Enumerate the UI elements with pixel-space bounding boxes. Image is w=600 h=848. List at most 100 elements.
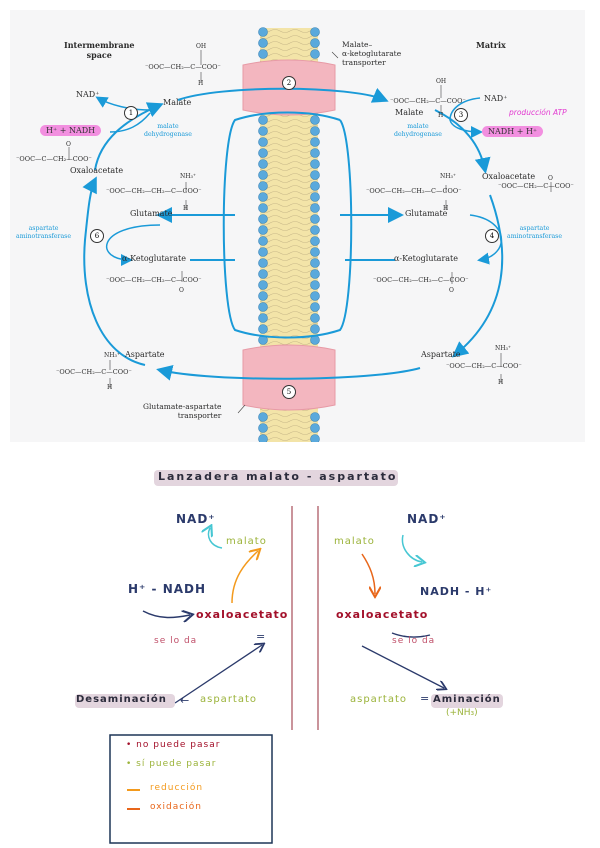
phospholipid-head bbox=[310, 214, 320, 224]
right-asp-h: H bbox=[498, 379, 504, 386]
malate-aspartate-shuttle-figure: Intermembrane space Matrix Malate– α-ket… bbox=[10, 10, 585, 442]
left-nadh-note: H⁺ - NADH bbox=[128, 582, 207, 596]
phospholipid-head bbox=[310, 412, 320, 422]
aminacion-note: Aminación bbox=[433, 694, 501, 705]
left-asp-to-oaa-arrow bbox=[82, 176, 146, 366]
legend-oxidacion: oxidación bbox=[150, 802, 202, 812]
right-oaa-to-asp-arrow bbox=[451, 194, 504, 358]
right-malato-note: malato bbox=[334, 536, 375, 547]
phospholipid-head bbox=[258, 313, 268, 323]
step-4: 4 bbox=[485, 229, 499, 243]
aspartate-transport-arrow bbox=[156, 365, 421, 381]
malate-akg-transporter-label: Malate– α-ketoglutarate transporter bbox=[342, 40, 402, 67]
legend-si-pasar: • sí puede pasar bbox=[126, 759, 217, 769]
phospholipid-head bbox=[258, 280, 268, 290]
left-nad-note: NAD⁺ bbox=[176, 512, 216, 526]
right-aspartato-note: aspartato bbox=[350, 694, 408, 705]
phospholipid-head bbox=[258, 236, 268, 246]
right-mdh-enzyme: malate dehydrogenase bbox=[394, 123, 442, 138]
left-equals: = bbox=[256, 630, 266, 643]
matrix-label: Matrix bbox=[476, 40, 506, 50]
left-akg: α-Ketoglutarate bbox=[122, 254, 186, 263]
intermembrane-label: Intermembrane space bbox=[64, 40, 135, 60]
left-nadh-arrow bbox=[109, 112, 151, 133]
right-nadh-arrow-note bbox=[391, 632, 431, 638]
left-malato-note: malato bbox=[226, 536, 267, 547]
right-glu-akg-arrow bbox=[469, 214, 503, 265]
phospholipid-head bbox=[258, 38, 268, 48]
left-akg-glu-arrow bbox=[105, 224, 161, 266]
phospholipid-head bbox=[310, 38, 320, 48]
right-asp-formula: ⁻OOC—CH₂—C—COO⁻ bbox=[446, 362, 522, 370]
phospholipid-head bbox=[258, 203, 268, 213]
right-nad-arrow-note bbox=[401, 534, 422, 562]
phospholipid-head bbox=[258, 225, 268, 235]
phospholipid-head bbox=[258, 115, 268, 125]
step-3: 3 bbox=[454, 108, 468, 122]
right-oaa-note: oxaloacetato bbox=[336, 608, 429, 621]
phospholipid-head bbox=[310, 324, 320, 334]
right-glu-h: H bbox=[443, 205, 449, 212]
left-akg-o: O bbox=[179, 287, 184, 294]
legend-reduccion: reducción bbox=[150, 783, 204, 793]
phospholipid-head bbox=[258, 302, 268, 312]
left-oaa: Oxaloacetate bbox=[70, 166, 124, 175]
left-glu-nh3: NH₃⁺ bbox=[180, 173, 197, 180]
phospholipid-head bbox=[258, 170, 268, 180]
phospholipid-head bbox=[258, 412, 268, 422]
phospholipid-head bbox=[258, 269, 268, 279]
left-asp-to-oaa-arrow-note bbox=[174, 645, 262, 704]
right-oaa-formula: ⁻OOC—CH₂—C—COO⁻ bbox=[498, 182, 574, 190]
left-oaa-note: oxaloacetato bbox=[196, 608, 289, 621]
step-1: 1 bbox=[124, 106, 138, 120]
left-arrow-note: ← bbox=[180, 694, 190, 707]
phospholipid-head bbox=[258, 159, 268, 169]
left-nadh-pill: H⁺ + NADH bbox=[40, 125, 102, 136]
right-malate-to-oaa-arrow bbox=[434, 109, 491, 174]
left-asp-nh3: NH₃⁺ bbox=[104, 352, 121, 359]
phospholipid-head bbox=[310, 181, 320, 191]
right-malate-oh: OH bbox=[436, 78, 447, 85]
notes-drawing bbox=[75, 470, 503, 844]
right-aspartate: Aspartate bbox=[421, 350, 461, 359]
right-akg: α-Ketoglutarate bbox=[394, 254, 458, 263]
phospholipid-head bbox=[310, 247, 320, 257]
phospholipid-head bbox=[310, 302, 320, 312]
right-oaa-o: O bbox=[548, 175, 553, 182]
phospholipid-head bbox=[258, 423, 268, 433]
right-nad-note: NAD⁺ bbox=[407, 512, 447, 526]
legend-box bbox=[109, 734, 273, 844]
phospholipid-head bbox=[310, 280, 320, 290]
phospholipid-head bbox=[310, 148, 320, 158]
left-malate-oh: OH bbox=[196, 43, 207, 50]
step-2: 2 bbox=[282, 76, 296, 90]
phospholipid-head bbox=[310, 27, 320, 37]
left-glu-formula: ⁻OOC—CH₂—CH₂—C—COO⁻ bbox=[106, 187, 202, 195]
phospholipid-head bbox=[310, 170, 320, 180]
phospholipid-head bbox=[258, 291, 268, 301]
phospholipid-head bbox=[310, 115, 320, 125]
phospholipid-head bbox=[310, 203, 320, 213]
right-se-lo-da: se lo da bbox=[392, 636, 436, 646]
phospholipid-head bbox=[310, 434, 320, 442]
right-malate-h: H bbox=[438, 112, 444, 119]
right-akg-formula: ⁻OOC—CH₂—CH₂—C—COO⁻ bbox=[373, 276, 469, 284]
left-aspartato-note: aspartato bbox=[200, 694, 258, 705]
aminacion-highlight bbox=[431, 694, 503, 708]
right-ast-enzyme: aspartate aminotransferase bbox=[507, 225, 562, 240]
desaminacion-highlight bbox=[75, 694, 175, 708]
phospholipid-head bbox=[310, 225, 320, 235]
notes-title: Lanzadera malato - aspartato bbox=[158, 470, 398, 483]
right-malate-to-oaa-arrow-note bbox=[361, 553, 375, 594]
right-equals: = bbox=[420, 692, 430, 705]
right-glutamate: Glutamate bbox=[405, 209, 448, 218]
step-5: 5 bbox=[282, 385, 296, 399]
nh3-note: (+NH₃) bbox=[446, 708, 478, 718]
phospholipid-head bbox=[310, 269, 320, 279]
phospholipid-head bbox=[258, 258, 268, 268]
left-se-lo-da: se lo da bbox=[154, 636, 198, 646]
phospholipid-head bbox=[310, 159, 320, 169]
right-oaa-to-asp-arrow-note bbox=[361, 645, 444, 688]
phospholipid-head bbox=[310, 423, 320, 433]
left-nadh-to-oaa-arrow-note bbox=[142, 611, 190, 618]
